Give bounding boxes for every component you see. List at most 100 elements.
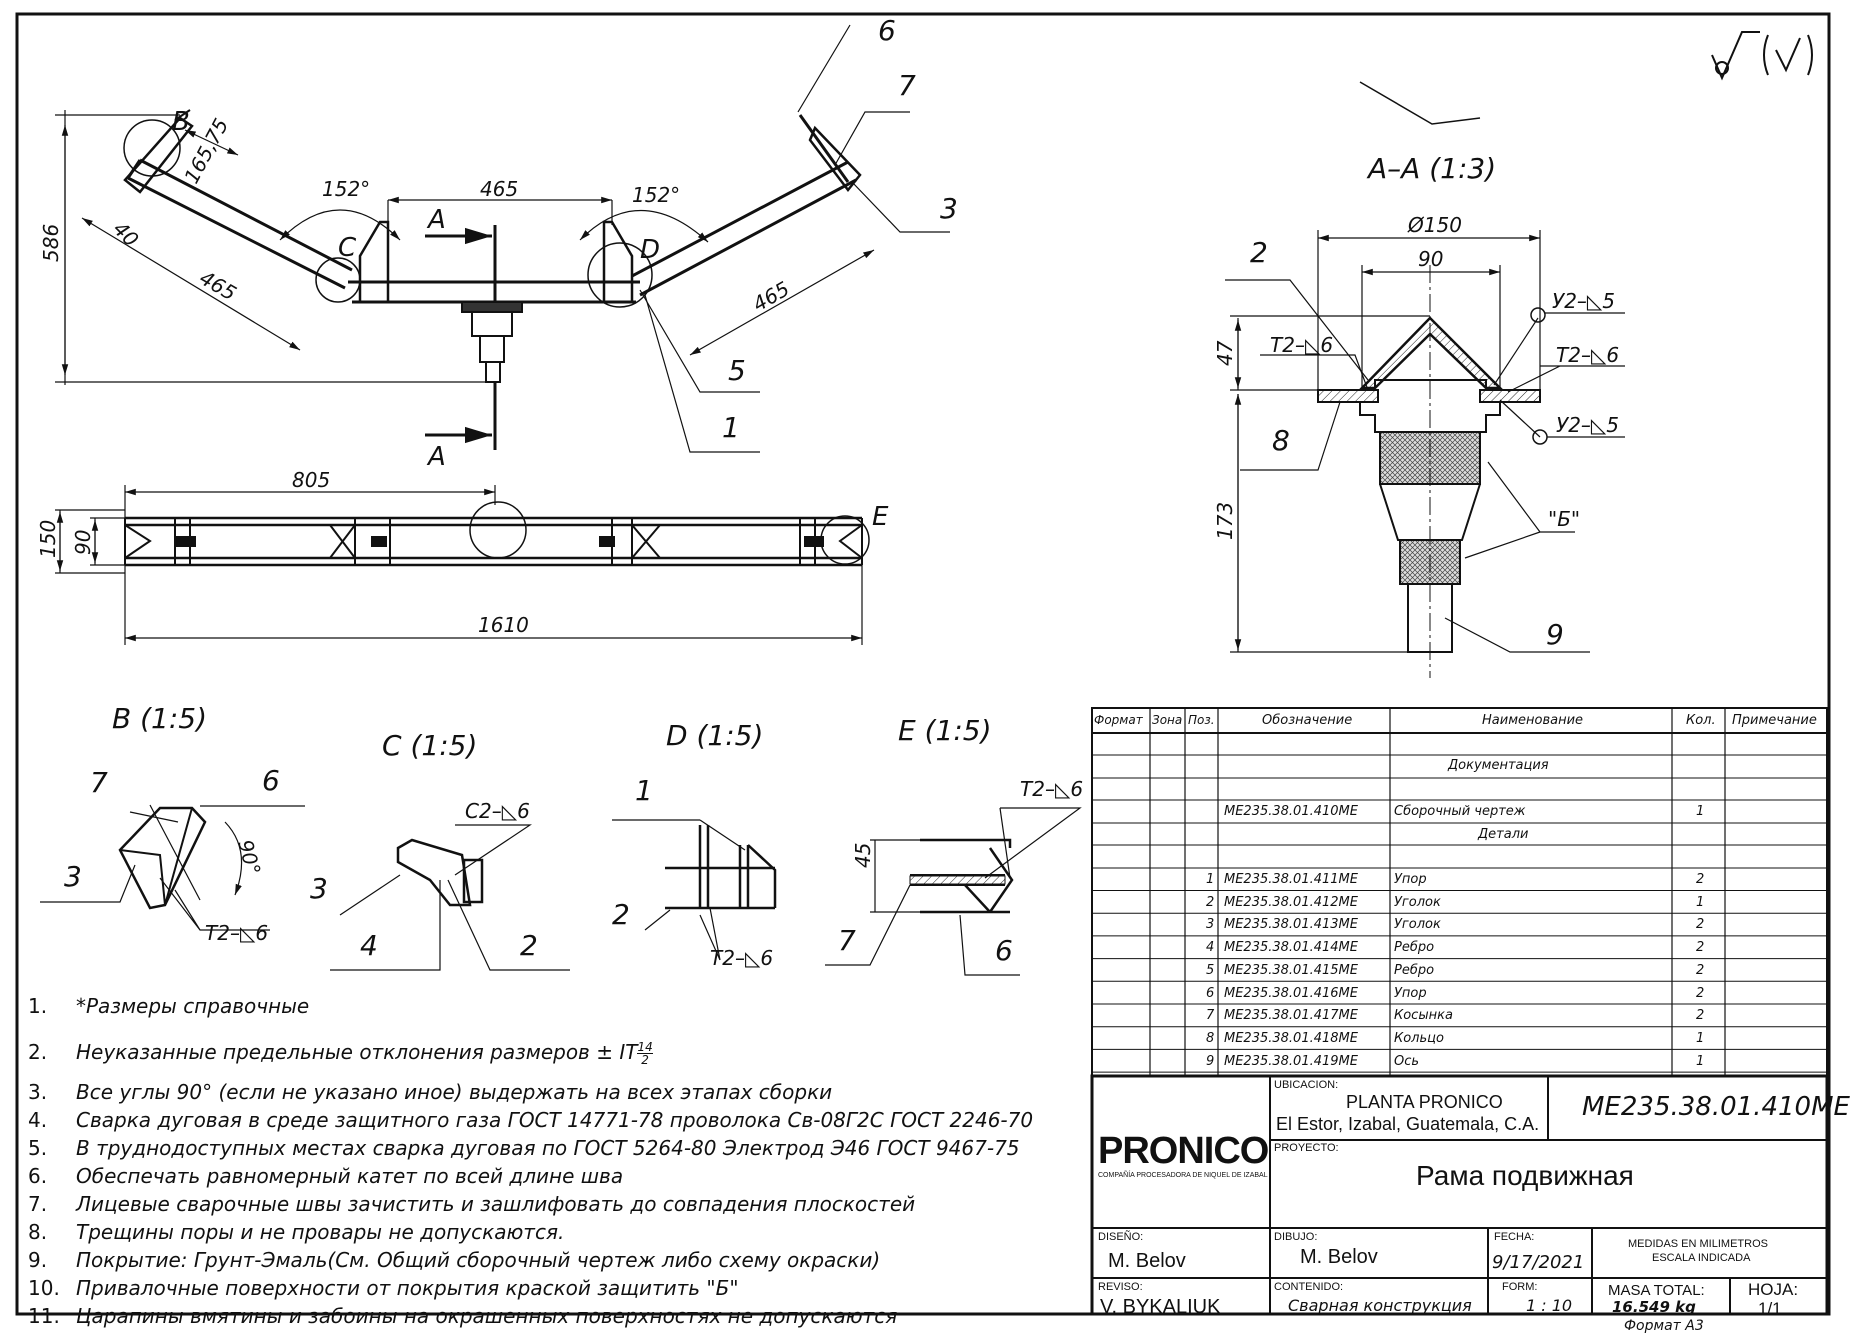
callout-6-e: 6 (995, 934, 1013, 967)
weld-t2-right: Т2–◺6 (1556, 343, 1619, 367)
callout-1-main: 1 (722, 411, 740, 444)
medidas-line-1: MEDIDAS EN MILIMETROS (1628, 1238, 1768, 1250)
note-number: 8. (28, 1220, 48, 1244)
note-number: 9. (28, 1248, 48, 1272)
hoja-label: HOJA: (1748, 1280, 1799, 1299)
spec-header-note: Примечание (1732, 713, 1817, 728)
spec-section-parts: Детали (1478, 827, 1529, 842)
roughness-symbol (1711, 31, 1813, 81)
section-view-text: A–A (1:3) Ø150 90 47 173 Т2–◺6 У2–◺5 Т2–… (1213, 152, 1619, 651)
spec-row-name: Упор (1394, 985, 1427, 1001)
note-item: 3.Все углы 90° (если не указано иное) вы… (28, 1080, 832, 1104)
note-item: 4. Сварка дуговая в среде защитного газа … (28, 1108, 1033, 1132)
callout-6-top: 6 (878, 14, 896, 47)
note-text: Все углы 90° (если не указано иное) выде… (76, 1080, 833, 1104)
contenido-value: Сварная конструкция (1288, 1296, 1472, 1315)
dim-586: 586 (39, 224, 63, 262)
diseno-value: M. Belov (1108, 1250, 1186, 1272)
detail-d-title: D (1:5) (666, 719, 763, 752)
detail-c-weld: С2–◺6 (465, 799, 530, 823)
diseno-label: DISEÑO: (1098, 1231, 1144, 1243)
spec-row-qty: 2 (1696, 962, 1705, 978)
hoja-value: 1/1 (1758, 1299, 1782, 1318)
note-item: 9. Покрытие: Грунт-Эмаль(См. Общий сбороч… (28, 1248, 880, 1272)
fecha-label: FECHA: (1494, 1231, 1535, 1243)
note-item: 10.Привалочные поверхности от покрытия к… (28, 1276, 739, 1300)
callout-3-c: 3 (310, 872, 328, 905)
note-text: Обеспечать равномерный катет по всей дли… (76, 1164, 624, 1188)
spec-row-name: Кольцо (1394, 1030, 1444, 1046)
callout-2-c: 2 (520, 929, 538, 962)
form-value: 1 : 10 (1526, 1296, 1573, 1315)
spec-row-name: Ось (1394, 1053, 1420, 1069)
detail-e-weld: Т2–◺6 (1020, 777, 1083, 801)
callout-7-b: 7 (90, 766, 108, 799)
spec-row-name: Уголок (1394, 917, 1441, 933)
spec-row-code: ME235.38.01.414ME (1224, 940, 1358, 956)
masa-label: MASA TOTAL: (1608, 1282, 1705, 1299)
callout-3-b: 3 (64, 860, 82, 893)
label-b: B (172, 107, 190, 137)
note-text: Сварка дуговая в среде защитного газа ГО… (76, 1108, 1034, 1132)
label-a-top: A (426, 205, 446, 235)
note-number: 4. (28, 1108, 48, 1132)
spec-row-code: ME235.38.01.413ME (1224, 917, 1358, 933)
dibujo-value: M. Belov (1300, 1246, 1378, 1268)
note-item: 7. Лицевые сварочные швы зачистить и зашл… (28, 1192, 915, 1216)
note-number: 11. (28, 1304, 60, 1328)
spec-row-pos: 2 (1206, 894, 1215, 910)
callout-2-d: 2 (612, 898, 630, 931)
note-text: Покрытие: Грунт-Эмаль(См. Общий сборочны… (76, 1248, 881, 1272)
dim-s90: 90 (1418, 247, 1443, 271)
note-number: 7. (28, 1192, 48, 1216)
document-code: ME235.38.01.410ME (1582, 1092, 1850, 1122)
format-label: Формат А3 (1624, 1318, 1704, 1334)
label-a-bottom: A (426, 442, 446, 472)
dim-805: 805 (292, 468, 330, 492)
note-text: Царапины вмятины и забоины на окрашенных… (76, 1304, 898, 1328)
note-number: 1. (28, 994, 48, 1018)
spec-row-qty: 2 (1696, 985, 1705, 1001)
note-text: Трещины поры и не провары не допускаются… (76, 1220, 565, 1244)
spec-row-name: Косынка (1394, 1008, 1453, 1024)
detail-views-text: B (1:5) C (1:5) D (1:5) E (1:5) 90° Т2–◺… (64, 702, 1083, 970)
callout-8-section: 8 (1272, 424, 1290, 457)
spec-row-pos: 8 (1206, 1030, 1215, 1046)
section-view (1225, 230, 1625, 678)
callout-9-section: 9 (1546, 618, 1564, 651)
callout-7-top: 7 (898, 69, 916, 102)
logo-subtitle: COMPAÑÍA PROCESADORA DE NIQUEL DE IZABAL (1098, 1172, 1268, 1179)
spec-row-name: Ребро (1394, 962, 1435, 978)
spec-header-name: Наименование (1482, 713, 1584, 728)
leader-stray (1359, 81, 1481, 125)
detail-b-title: B (1:5) (112, 702, 207, 735)
detail-views (40, 804, 1082, 976)
angle-152-left: 152° (322, 177, 370, 201)
spec-row-code: ME235.38.01.418ME (1224, 1030, 1358, 1046)
spec-row-qty: 1 (1696, 1053, 1705, 1069)
dim-150: 150 (36, 520, 60, 558)
spec-row-code: ME235.38.01.419ME (1224, 1053, 1358, 1069)
masa-value: 16.549 kg (1612, 1298, 1696, 1316)
spec-row-pos: 6 (1206, 985, 1215, 1001)
spec-header-pos: Поз. (1188, 713, 1215, 727)
spec-doc-code: ME235.38.01.410ME (1224, 804, 1358, 819)
spec-row-qty: 2 (1696, 940, 1705, 956)
spec-row-qty: 2 (1696, 917, 1705, 933)
medidas-line-2: ESCALA INDICADA (1652, 1252, 1751, 1264)
note-item: 2.Неуказанные предельные отклонения разм… (28, 1040, 653, 1066)
fecha-value: 9/17/2021 (1492, 1252, 1585, 1273)
note-item: 1.*Размеры справочные (28, 994, 309, 1018)
company-logo: PRONICO (1098, 1130, 1269, 1173)
note-fraction-num: 14 (637, 1040, 653, 1054)
note-text: Неуказанные предельные отклонения размер… (76, 1040, 638, 1064)
callout-2-section: 2 (1250, 236, 1268, 269)
note-item: 8. Трещины поры и не провары не допускают… (28, 1220, 564, 1244)
logo-text: PRONICO (1098, 1130, 1269, 1172)
spec-row-code: ME235.38.01.412ME (1224, 894, 1358, 910)
spec-doc-qty: 1 (1696, 804, 1705, 819)
note-text: Лицевые сварочные швы зачистить и зашлиф… (76, 1192, 916, 1216)
spec-row-pos: 7 (1206, 1008, 1215, 1024)
dim-90: 90 (71, 530, 95, 555)
spec-row-code: ME235.38.01.411ME (1224, 872, 1358, 887)
